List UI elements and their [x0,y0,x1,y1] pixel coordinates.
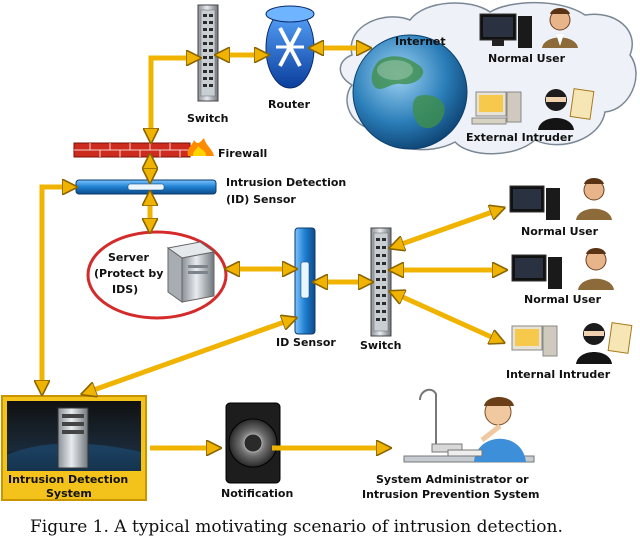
external-intruder-label: External Intruder [466,131,573,144]
firewall-icon [73,138,214,158]
normal-user-2-label: Normal User [524,293,602,306]
switch-top-icon [197,4,219,102]
link-sensor-ids [42,187,70,388]
link-switch-user1 [396,210,498,246]
server-tower-icon [57,407,89,469]
server-icon [166,241,216,303]
ids-sensor-top-icon [75,179,217,195]
computer-icon [511,254,562,289]
admin-label-line1: System Administrator or [376,473,529,486]
intruder-icon [576,322,633,364]
speaker-icon [225,402,281,484]
notification-label: Notification [221,487,293,500]
server-label-line2: (Protect by [94,267,163,280]
switch-mid-icon [370,227,392,337]
switch-top-label: Switch [187,112,228,125]
normal-user-1-label: Normal User [521,225,599,238]
user-avatar-icon [542,8,578,48]
internet-label: Internet [395,35,446,48]
computer-icon [509,185,560,220]
normal-user-top-label: Normal User [488,52,566,65]
link-switch-firewall [151,58,194,136]
computer-icon [479,13,532,48]
computer-icon [471,91,522,125]
internal-intruder-label: Internal Intruder [506,368,611,381]
id-sensor-label: ID Sensor [276,336,336,349]
ids-sensor-label-line2: (ID) Sensor [226,193,296,206]
ids-label-line2: System [46,487,92,500]
link-idsensor-ids [88,320,290,392]
figure-caption: Figure 1. A typical motivating scenario … [30,517,563,536]
switch-mid-label: Switch [360,339,401,352]
router-icon [265,5,315,89]
link-switch-intruder [396,294,498,340]
server-label-line3: IDS) [112,283,138,296]
ids-system-node [1,395,147,501]
administrator-icon [403,388,535,463]
server-label-line1: Server [108,251,149,264]
router-label: Router [268,98,311,111]
globe-icon [352,34,468,150]
user-avatar-icon [578,248,614,290]
id-sensor-mid-icon [294,227,316,335]
computer-icon [511,325,558,357]
ids-label-line1: Intrusion Detection [8,473,128,486]
admin-label-line2: Intrusion Prevention System [362,488,539,501]
firewall-label: Firewall [218,147,267,160]
connections [42,48,500,448]
intruder-icon [538,88,595,130]
ids-sensor-label-line1: Intrusion Detection [226,176,346,189]
user-avatar-icon [576,178,612,220]
